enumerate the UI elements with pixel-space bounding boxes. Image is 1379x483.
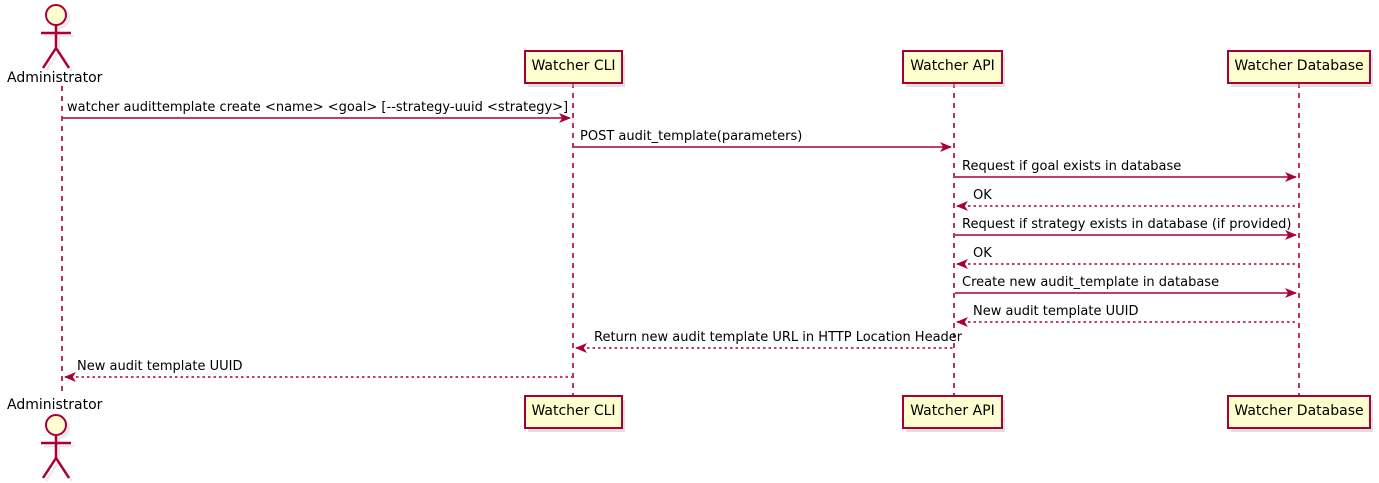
message-label-7: Create new audit_template in database [962,275,1220,290]
message-label-3: Request if goal exists in database [962,159,1182,174]
participant-label-watcher-database-top: Watcher Database [1234,58,1364,74]
participant-box-watcher-cli-top[interactable] [524,50,625,87]
message-label-9: Return new audit template URL in HTTP Lo… [594,330,963,345]
actor-head-icon [45,414,67,436]
actor-label-administrator-bottom: Administrator [7,397,103,413]
participant-box-watcher-database-top[interactable] [1227,50,1373,87]
message-label-4: OK [973,188,992,203]
message-label-6: OK [973,246,992,261]
message-label-5: Request if strategy exists in database (… [962,217,1292,232]
participant-box-watcher-api-bottom[interactable] [902,395,1005,432]
participant-label-watcher-api-top: Watcher API [910,58,995,74]
participant-label-watcher-cli-bottom: Watcher CLI [531,403,616,419]
actor-administrator-top [41,4,74,72]
message-label-8: New audit template UUID [973,304,1139,319]
participant-box-watcher-database-bottom[interactable] [1227,395,1373,432]
message-label-10: New audit template UUID [77,359,243,374]
message-label-1: watcher audittemplate create <name> <goa… [67,100,569,115]
message-label-2: POST audit_template(parameters) [580,129,803,144]
participant-label-watcher-api-bottom: Watcher API [910,403,995,419]
participant-label-watcher-cli-top: Watcher CLI [531,58,616,74]
actor-label-administrator-top: Administrator [7,70,103,86]
message-arrows [63,113,1298,382]
lifelines [61,83,1300,396]
participant-box-watcher-cli-bottom[interactable] [524,395,625,432]
participant-box-watcher-api-top[interactable] [902,50,1005,87]
actor-administrator-bottom [41,414,74,482]
participant-label-watcher-database-bottom: Watcher Database [1234,403,1364,419]
actor-head-icon [45,4,67,26]
